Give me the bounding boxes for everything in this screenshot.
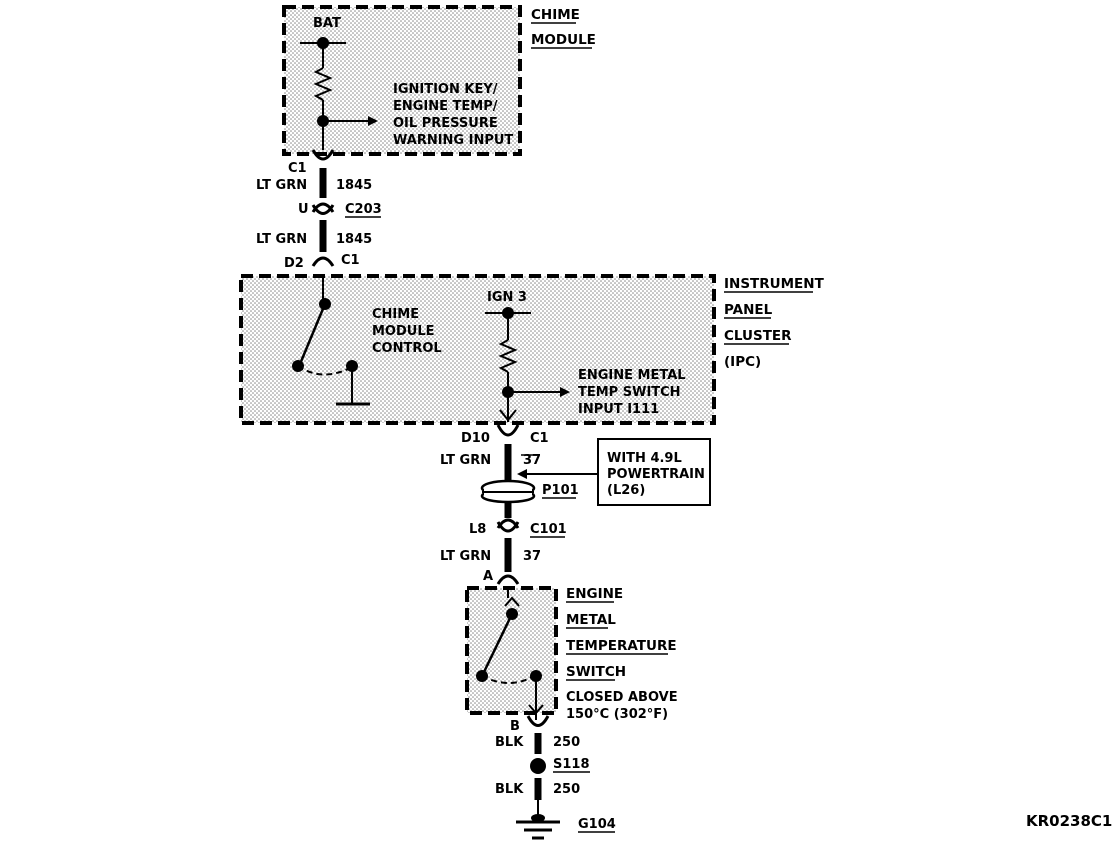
s118-label: S118 — [553, 757, 590, 772]
pin-a: A — [483, 569, 493, 584]
d10-connector — [496, 424, 520, 437]
c101-connector-bottom — [496, 521, 520, 533]
instrument-panel-cluster: INSTRUMENT PANEL CLUSTER (IPC) CHIME MOD… — [239, 274, 825, 425]
control-label-1: CHIME — [372, 307, 419, 322]
chime-input-text-4: WARNING INPUT — [393, 133, 513, 148]
temp-switch-box — [465, 586, 558, 715]
circuit-37-b: 37 — [523, 549, 541, 564]
ground-wire: B BLK 250 S118 BLK 250 G104 — [495, 715, 616, 840]
temp-switch-pivot — [506, 608, 518, 620]
circuit-1845-a: 1845 — [336, 178, 372, 193]
c203-connector-bottom — [311, 204, 335, 215]
ipc-input-text-2: TEMP SWITCH — [578, 385, 681, 400]
c1-ipc-label: C1 — [341, 253, 360, 268]
upper-wire: C1 LT GRN 1845 U C203 LT GRN 1845 D2 C1 — [256, 149, 382, 271]
ipc-name-1: INSTRUMENT — [724, 276, 825, 292]
ipc-name-4: (IPC) — [724, 354, 761, 370]
g104-label: G104 — [578, 817, 616, 832]
figure-code: KR0238C1 — [1026, 812, 1112, 830]
pin-d10: D10 — [461, 431, 490, 446]
s118-splice — [530, 758, 546, 774]
wire-color-3: LT GRN — [440, 453, 491, 468]
temp-switch-note-1: CLOSED ABOVE — [566, 690, 678, 705]
chime-module: CHIME MODULE BAT IGNITION KEY/ ENGINE TE… — [282, 5, 596, 156]
wire-color-2: LT GRN — [256, 232, 307, 247]
wire-color-1: LT GRN — [256, 178, 307, 193]
bat-label: BAT — [313, 16, 341, 31]
control-switch-blade — [298, 303, 327, 365]
pin-b: B — [510, 719, 520, 734]
wire-color-4: LT GRN — [440, 549, 491, 564]
c1-top-label: C1 — [288, 161, 307, 176]
ipc-input-text-3: INPUT I111 — [578, 402, 659, 417]
chime-input-text-2: ENGINE TEMP/ — [393, 99, 498, 114]
temp-switch-name-4: SWITCH — [566, 664, 626, 680]
pin-l8: L8 — [469, 522, 486, 537]
wire-color-blk-2: BLK — [495, 782, 524, 797]
circuit-250-a: 250 — [553, 735, 580, 750]
ipc-input-text-1: ENGINE METAL — [578, 368, 686, 383]
c101-label: C101 — [530, 522, 567, 537]
chime-pullup-resistor — [313, 67, 333, 101]
temp-switch-name-1: ENGINE — [566, 586, 623, 602]
circuit-250-b: 250 — [553, 782, 580, 797]
powertrain-note-box — [597, 438, 711, 506]
middle-wire: D10 C1 LT GRN 37 WITH 4.9L POWERTRAIN (L… — [440, 424, 711, 518]
p101-label: P101 — [542, 483, 579, 498]
ipc-pullup-resistor — [498, 339, 518, 373]
temp-switch-blade — [482, 613, 514, 673]
c203-label: C203 — [345, 202, 382, 217]
pin-u: U — [298, 202, 309, 217]
control-label-3: CONTROL — [372, 341, 442, 356]
lower-wire: L8 C101 LT GRN 37 A — [440, 518, 567, 585]
c1-connector-female — [311, 149, 335, 161]
ipc-name-2: PANEL — [724, 302, 773, 318]
ign3-label: IGN 3 — [487, 290, 527, 305]
control-label-2: MODULE — [372, 324, 435, 339]
pin-b-connector — [526, 715, 550, 727]
control-switch-link — [297, 365, 351, 376]
chime-module-name-2: MODULE — [531, 32, 596, 48]
circuit-37-a: 37 — [523, 453, 541, 468]
temp-switch-name-2: METAL — [566, 612, 616, 628]
temp-switch-name-3: TEMPERATURE — [566, 638, 677, 654]
powertrain-note-3: (L26) — [607, 483, 645, 498]
temp-switch-note-2: 150°C (302°F) — [566, 707, 668, 722]
ipc-name-3: CLUSTER — [724, 328, 792, 344]
wire-color-blk-1: BLK — [495, 735, 524, 750]
c1-d10-label: C1 — [530, 431, 549, 446]
engine-metal-temperature-switch: ENGINE METAL TEMPERATURE SWITCH CLOSED A… — [465, 586, 678, 722]
pin-d2: D2 — [284, 256, 304, 271]
chime-module-name-1: CHIME — [531, 7, 580, 23]
powertrain-note-1: WITH 4.9L — [607, 451, 682, 466]
chime-input-text-1: IGNITION KEY/ — [393, 82, 498, 97]
ipc-box — [239, 274, 716, 425]
pin-a-connector — [496, 574, 520, 585]
d2-connector — [311, 256, 335, 267]
powertrain-note-2: POWERTRAIN — [607, 467, 705, 482]
chime-input-text-3: OIL PRESSURE — [393, 116, 498, 131]
circuit-1845-b: 1845 — [336, 232, 372, 247]
